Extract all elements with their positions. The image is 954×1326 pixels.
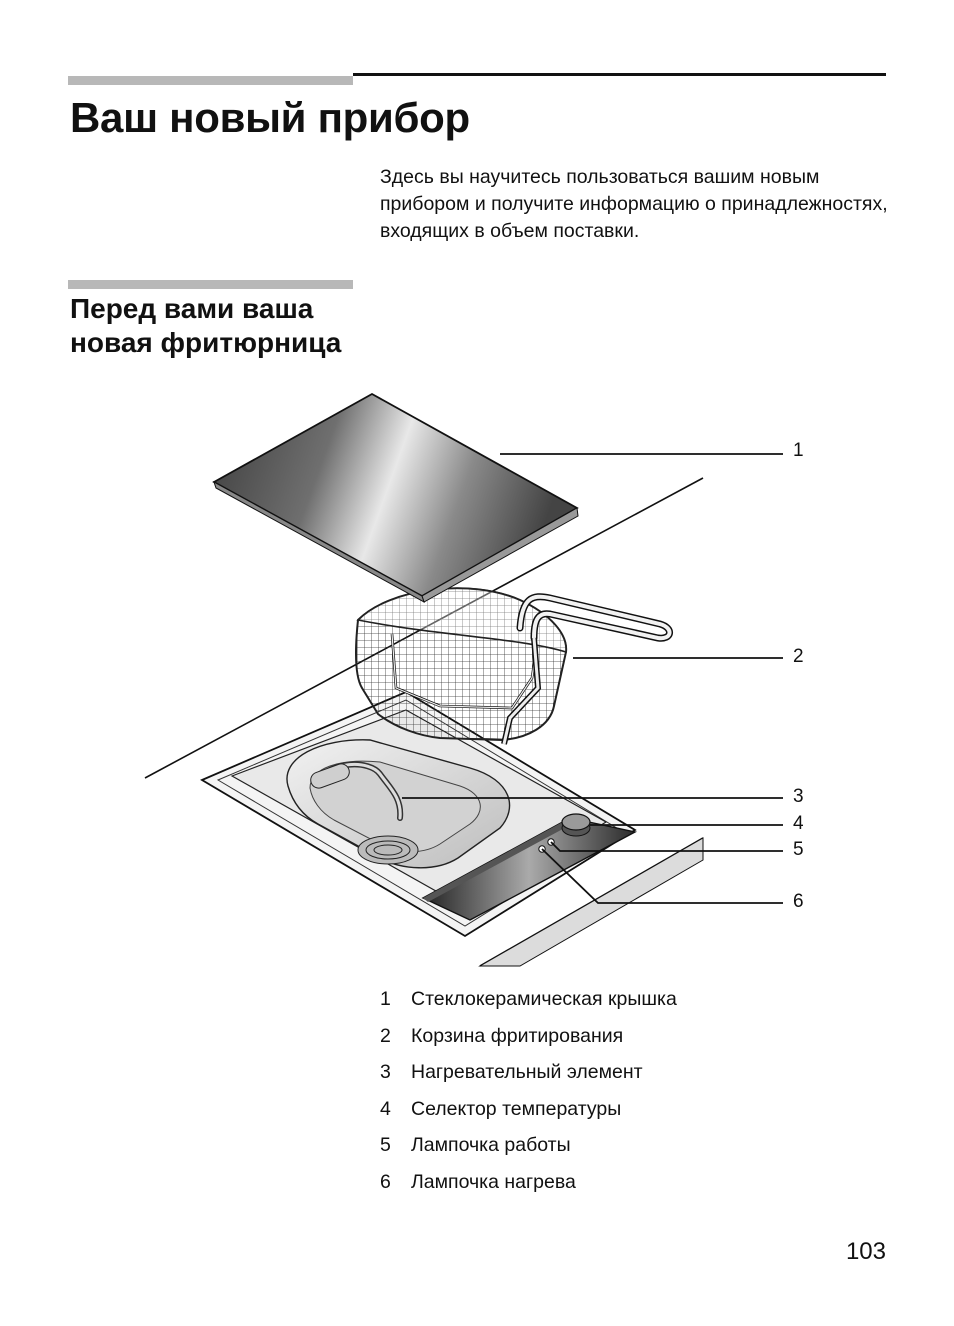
top-rule-gray <box>68 76 353 85</box>
legend-item: 2 Корзина фритирования <box>380 1025 677 1062</box>
legend-item: 3 Нагревательный элемент <box>380 1061 677 1098</box>
legend-item: 4 Селектор температуры <box>380 1098 677 1135</box>
legend-item: 1 Стеклокерамическая крышка <box>380 988 677 1025</box>
callout-4: 4 <box>793 813 804 834</box>
legend-label: Нагревательный элемент <box>411 1061 643 1084</box>
callout-3: 3 <box>793 786 804 807</box>
callout-lines <box>402 453 783 904</box>
legend-label: Стеклокерамическая крышка <box>411 988 677 1010</box>
frying-basket <box>354 587 673 745</box>
top-rule-black <box>353 73 886 76</box>
page-title: Ваш новый прибор <box>70 94 470 141</box>
page-number: 103 <box>845 1238 886 1265</box>
callout-6: 6 <box>793 891 804 912</box>
parts-legend: 1 Стеклокерамическая крышка 2 Корзина фрит… <box>380 988 677 1208</box>
legend-item: 6 Лампочка нагрева <box>380 1171 677 1208</box>
legend-number: 2 <box>380 1024 391 1047</box>
callout-1: 1 <box>793 440 804 461</box>
fryer-illustration: 1 2 3 4 5 6 <box>140 388 840 970</box>
legend-number: 5 <box>380 1134 391 1157</box>
legend-number: 3 <box>380 1061 391 1084</box>
callout-5: 5 <box>793 839 804 860</box>
legend-label: Лампочка нагрева <box>411 1170 576 1193</box>
legend-label: Корзина фритирования <box>411 1024 624 1047</box>
section-title-line-2: новая фритюрница <box>70 327 342 358</box>
fryer-base <box>200 690 638 938</box>
legend-number: 1 <box>380 988 391 1010</box>
intro-paragraph: Здесь вы научитесь пользоваться вашим но… <box>380 166 888 242</box>
fryer-drawing <box>144 392 783 967</box>
section-title-line-1: Перед вами ваша <box>70 293 314 324</box>
legend-number: 6 <box>380 1170 391 1193</box>
temperature-knob[interactable] <box>561 813 591 837</box>
legend-item: 5 Лампочка работы <box>380 1134 677 1171</box>
section-title: Перед вами ваша новая фритюрница <box>70 292 400 360</box>
legend-number: 4 <box>380 1097 391 1120</box>
callout-2: 2 <box>793 646 804 667</box>
legend-label: Селектор температуры <box>411 1097 622 1120</box>
glass-ceramic-lid <box>212 392 579 604</box>
section-rule-gray <box>68 280 353 289</box>
legend-label: Лампочка работы <box>411 1134 571 1157</box>
